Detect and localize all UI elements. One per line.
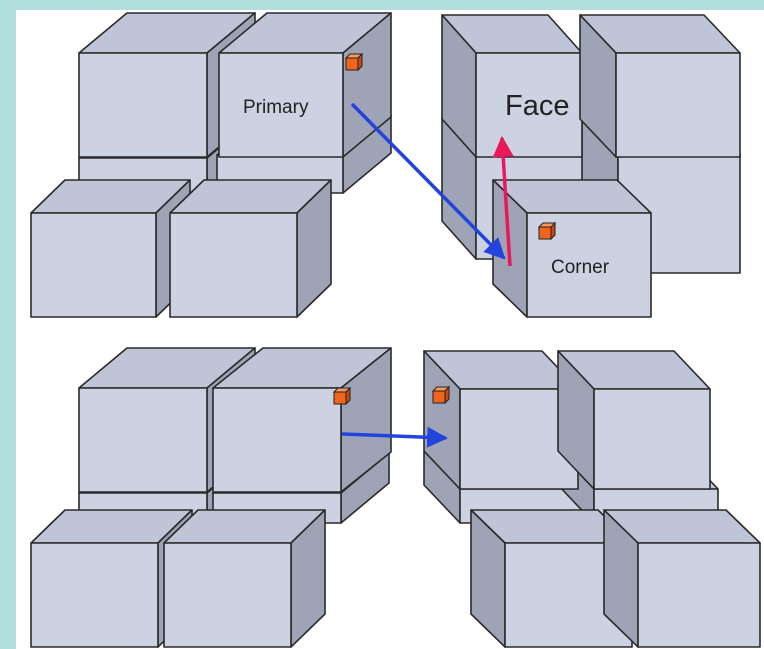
cube-bl-front-left-front-face — [30, 542, 159, 648]
cube-bl-back-upper-left-front-face — [78, 387, 208, 493]
cube-tr-face — [441, 14, 583, 158]
face-label: Face — [505, 90, 569, 122]
marker-primary-bottom-icon — [332, 386, 352, 406]
cube-br-back-upper-left — [423, 350, 579, 490]
primary-label: Primary — [243, 97, 309, 118]
cube-br-back-upper-left-front-face — [459, 388, 579, 490]
cube-tl-front-right — [169, 179, 332, 318]
cube-tr-face-front-face — [475, 52, 583, 158]
cube-bl-primary — [212, 347, 392, 493]
marker-neighbor-bottom-icon — [431, 385, 451, 405]
cube-br-front-right — [603, 509, 761, 648]
blue-arrow-face-neighbor — [341, 426, 449, 448]
cube-bl-front-right-front-face — [163, 542, 292, 648]
cube-tr-corner-front-face — [526, 212, 652, 318]
cube-tr-corner — [492, 179, 652, 318]
marker-corner-icon — [537, 221, 557, 241]
blue-arrow-primary-to-corner — [350, 102, 506, 260]
cube-br-back-upper-right — [557, 350, 711, 490]
arrow-layer — [341, 102, 514, 448]
cube-tl-primary — [218, 12, 392, 158]
marker-primary-top-icon — [344, 52, 364, 72]
cube-tr-back-upper-right-front-face — [615, 52, 741, 158]
cube-bl-front-right — [163, 509, 326, 648]
cube-br-front-left-front-face — [504, 542, 633, 648]
cube-layer — [30, 12, 761, 648]
cube-tr-back-upper-right — [579, 14, 741, 158]
cube-tl-primary-front-face — [218, 52, 344, 158]
cube-br-back-upper-right-front-face — [593, 388, 711, 490]
cube-tl-front-left-front-face — [30, 212, 157, 318]
cube-br-front-left — [470, 509, 633, 648]
red-arrow-corner-to-face — [492, 135, 514, 267]
cube-bl-primary-front-face — [212, 387, 342, 493]
cube-tl-front-right-front-face — [169, 212, 298, 318]
cube-tl-back-upper-left-front-face — [78, 52, 208, 158]
cube-br-front-right-front-face — [637, 542, 761, 648]
corner-label: Corner — [551, 257, 610, 278]
cube-tl-front-left — [30, 179, 191, 318]
